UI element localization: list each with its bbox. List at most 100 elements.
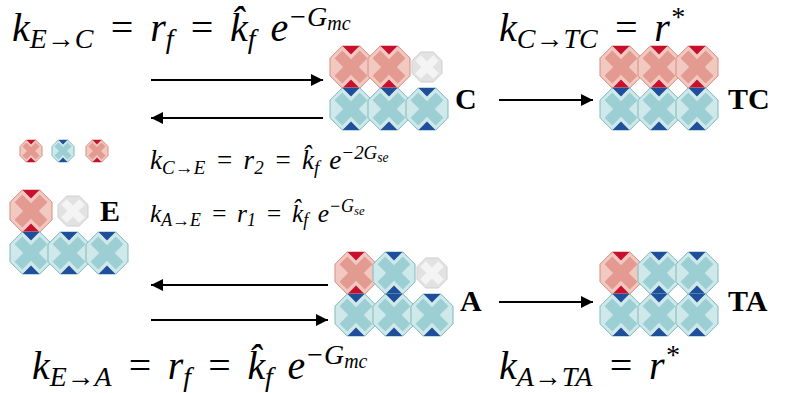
tile-cross [608, 260, 633, 285]
tile [335, 294, 377, 336]
tile-body [676, 88, 718, 130]
tile-body [600, 252, 642, 294]
tile-cross [684, 260, 709, 285]
tile-cross [18, 240, 43, 265]
rate-label: kA→TA = r* [497, 340, 681, 392]
binding-domain [348, 252, 365, 260]
math-run: f [303, 210, 308, 230]
math-run: = k̂ [256, 198, 303, 227]
rate-label: kE→A = rf = k̂f e−Gmc [30, 340, 369, 391]
binding-domain [613, 294, 630, 302]
tile-cross [418, 58, 436, 76]
tile [368, 46, 410, 88]
tile-body [406, 88, 448, 130]
transition-arrow [151, 117, 323, 119]
tile [368, 88, 410, 130]
math-run: = k̂ [191, 344, 265, 388]
tile [638, 294, 680, 336]
tile-cross [381, 302, 406, 327]
math-run: = r [201, 198, 247, 227]
tile-body [52, 140, 74, 162]
math-run: f [248, 23, 256, 54]
binding-domain [651, 80, 668, 88]
binding-domain [59, 140, 68, 144]
state-node: TA [596, 246, 786, 342]
tile-body [373, 252, 415, 294]
math-run: k [12, 5, 30, 50]
tile [335, 252, 377, 294]
binding-domain [424, 328, 441, 336]
transition-arrow [499, 301, 593, 303]
tile-cross [423, 264, 441, 282]
math-run: se [377, 149, 388, 164]
tile-cross [646, 260, 671, 285]
tile-cross [24, 144, 37, 157]
tile-cross [646, 54, 671, 79]
tile-body [638, 46, 680, 88]
binding-domain [381, 122, 398, 130]
math-run: f [183, 361, 191, 392]
tile-cross [684, 302, 709, 327]
binding-domain [381, 80, 398, 88]
binding-domain [689, 46, 706, 54]
tile-cross [376, 54, 401, 79]
tile-body [335, 294, 377, 336]
binding-domain [93, 140, 102, 144]
state-node: E [8, 60, 148, 340]
tile [48, 232, 90, 274]
tile [373, 252, 415, 294]
math-run: A→TA [517, 361, 593, 392]
state-label: A [460, 286, 482, 316]
binding-domain [23, 266, 40, 274]
binding-domain [381, 88, 398, 96]
tile [676, 46, 718, 88]
rate-label: kC→TC = r* [497, 2, 686, 54]
tile-cross [608, 260, 633, 285]
tile-cross [90, 144, 103, 157]
tile-cross [376, 96, 401, 121]
binding-domain [27, 140, 36, 144]
tile [638, 88, 680, 130]
transition-arrow [151, 319, 328, 321]
rate-label: kA→E = r1 = k̂f e−Gse [148, 197, 367, 230]
rate-label: kE→C = rf = k̂f e−Gmc [10, 2, 353, 54]
tile-cross [608, 54, 633, 79]
binding-domain [651, 122, 668, 130]
tile-body [600, 88, 642, 130]
tile-body [368, 46, 410, 88]
math-run: k [499, 343, 517, 388]
binding-domain [59, 158, 68, 162]
tile-body [86, 232, 128, 274]
binding-domain [61, 232, 78, 240]
tile-cross [343, 260, 368, 285]
tile-cross [90, 144, 103, 157]
math-run: k [32, 344, 50, 388]
math-run: A→E [161, 210, 201, 230]
binding-domain [386, 328, 403, 336]
tile-cross [24, 144, 37, 157]
binding-domain [419, 88, 436, 96]
binding-domain [689, 80, 706, 88]
binding-domain [386, 286, 403, 294]
tile-body [638, 252, 680, 294]
tile-cross [419, 302, 444, 327]
math-run: e [319, 145, 341, 175]
binding-domain [23, 232, 40, 240]
binding-domain [348, 328, 365, 336]
tile [52, 140, 74, 162]
tile [10, 190, 52, 232]
tile [676, 88, 718, 130]
binding-domain [99, 232, 116, 240]
state-label: C [455, 84, 477, 114]
tile [86, 232, 128, 274]
binding-domain [61, 266, 78, 274]
tile-cross [18, 240, 43, 265]
tile [638, 252, 680, 294]
binding-domain [343, 122, 360, 130]
binding-domain [386, 294, 403, 302]
math-run: = r [112, 344, 184, 388]
math-run: E→C [30, 23, 94, 54]
binding-domain [689, 252, 706, 260]
tile [600, 46, 642, 88]
math-run: k [150, 145, 162, 175]
